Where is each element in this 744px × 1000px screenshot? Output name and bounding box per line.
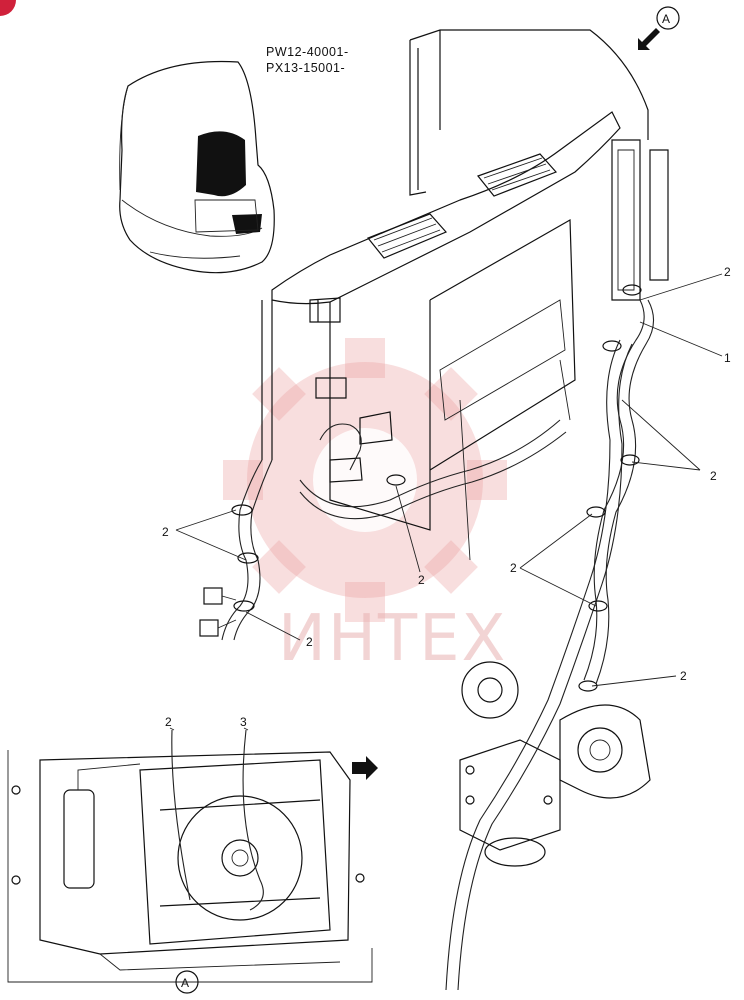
inset-view-a — [7, 727, 373, 983]
evaporator-unit — [261, 29, 669, 561]
callout-c9: 2 — [165, 715, 172, 729]
inset-marker-circle — [175, 970, 199, 994]
view-marker-circle — [656, 6, 680, 30]
watermark-gear-hole — [313, 428, 417, 532]
callout-c7: 2 — [306, 635, 313, 649]
location-thumbnail — [119, 60, 275, 274]
callout-c1: 2 — [724, 265, 731, 279]
leader-lines — [175, 273, 723, 687]
hose-clamps — [231, 284, 642, 692]
inset-marker-label: A — [181, 976, 189, 990]
serial-range-2: PX13-15001- — [266, 61, 345, 75]
callout-c6: 2 — [510, 561, 517, 575]
inset-direction-arrow-icon — [352, 756, 378, 780]
watermark-text: ИНТЕХ — [278, 602, 507, 676]
callout-c4: 2 — [162, 525, 169, 539]
callout-c3: 2 — [710, 469, 717, 483]
callout-c8: 2 — [680, 669, 687, 683]
serial-range-1: PW12-40001- — [266, 45, 349, 59]
electrical-connectors — [199, 587, 237, 637]
compressor — [459, 661, 651, 867]
callout-c2: 1 — [724, 351, 731, 365]
view-marker-label: A — [662, 12, 670, 26]
callout-c5: 2 — [418, 573, 425, 587]
callout-c10: 3 — [240, 715, 247, 729]
view-direction-arrow-icon — [638, 28, 660, 50]
refrigerant-hoses — [221, 299, 655, 991]
corner-badge — [0, 0, 16, 16]
